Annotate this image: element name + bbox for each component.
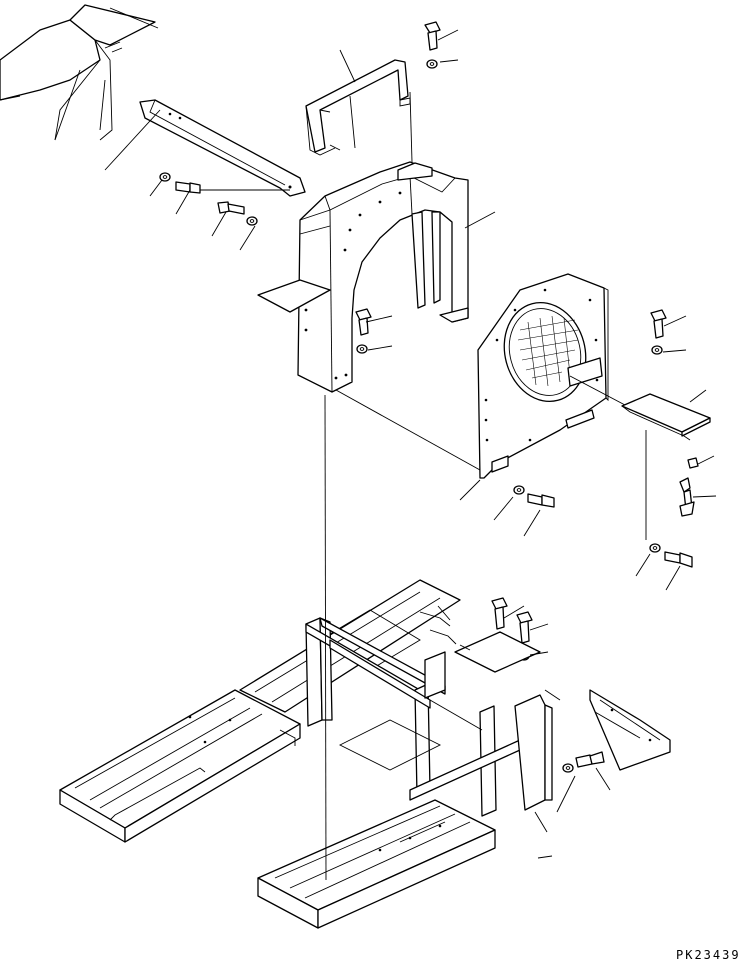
arm-bolt-2 [217,201,245,215]
handrail-part [305,59,411,156]
arm-washer-1 [159,172,171,182]
wing-bolt [679,477,695,517]
chassis-bolt-1 [491,597,508,630]
main-chassis-frame [59,579,671,929]
arm-washer-2 [246,216,258,226]
arm-bolt-1 [175,181,201,194]
right-washer-lower [649,543,661,553]
chassis-bracket-bolt [575,751,605,768]
arch-bolt [355,308,372,336]
handrail-washer [426,59,438,69]
top-left-housing-part [0,4,156,141]
chassis-bolt-2 [516,611,533,644]
right-bolt-lower [664,551,693,568]
fan-guard-panel-part [477,273,609,479]
assembly-lines [200,91,647,881]
right-bolt-upper [650,309,667,339]
cover-plate-pin [687,457,699,469]
cover-plate-part [621,393,711,441]
reference-leader-lines [0,7,717,859]
panel-bolt [527,493,555,508]
chassis-bracket-washer [562,763,574,773]
panel-washer [513,485,525,495]
handrail-bolt [424,21,441,51]
right-washer-upper [651,345,663,355]
support-arm-part [139,99,306,197]
drawing-code: PK23439 [676,948,741,962]
arch-frame-part [257,161,469,393]
arch-washer [356,344,368,354]
